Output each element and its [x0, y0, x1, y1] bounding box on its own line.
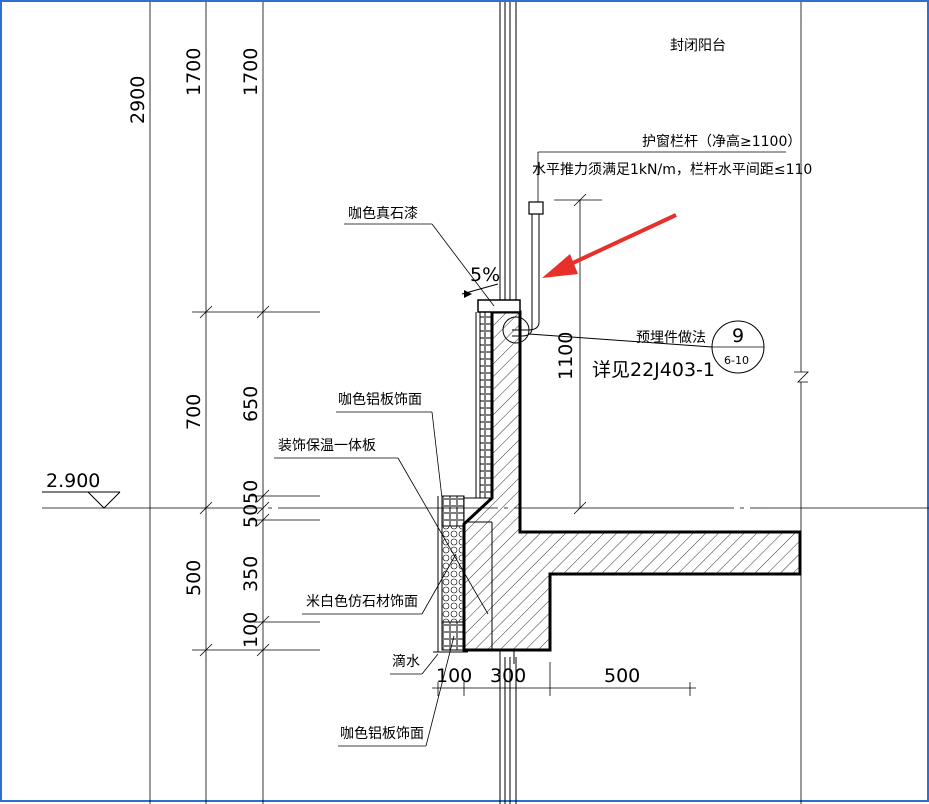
dim-total-height: 2900 — [127, 76, 149, 124]
concrete-parapet-and-slab — [462, 299, 802, 652]
window-frame-lines — [499, 2, 517, 804]
stone-paint-pointer — [431, 223, 495, 307]
faux-stone-pointer — [421, 553, 457, 615]
faux-stone-label: 米白色仿石材饰面 — [306, 593, 418, 610]
elevation-symbol — [42, 491, 121, 509]
dim-col3-upper: 1700 — [240, 48, 262, 96]
aluminum-lower-label: 咖色铝板饰面 — [340, 725, 424, 742]
railing-height-dimension — [554, 193, 602, 515]
dim-col3-350: 350 — [240, 556, 262, 592]
aluminum-upper-label: 咖色铝板饰面 — [338, 391, 422, 408]
dim-bottom-500: 500 — [604, 665, 640, 687]
detail-callout-bubble — [711, 320, 765, 374]
left-dimension-ticks — [192, 305, 320, 657]
dim-col2-middle: 700 — [183, 394, 205, 430]
bottom-dimension-line — [432, 662, 696, 696]
dim-col2-upper: 1700 — [183, 48, 205, 96]
dim-bottom-300: 300 — [490, 665, 526, 687]
window-guard-railing — [502, 201, 713, 348]
elevation-value: 2.900 — [46, 470, 100, 492]
drip-pointer — [421, 653, 439, 675]
embedded-part-label: 预埋件做法 — [636, 330, 706, 346]
stone-paint-label: 咖色真石漆 — [348, 205, 418, 222]
room-title: 封闭阳台 — [670, 38, 726, 54]
railing-height-value: 1100 — [555, 332, 577, 380]
railing-note-line1: 护窗栏杆（净高≥1100） — [642, 133, 801, 150]
detail-sheet: 6-10 — [724, 354, 749, 367]
dim-col3-50b: 50 — [240, 504, 262, 528]
embedded-part-reference: 详见22J403-1 — [592, 359, 715, 381]
dim-col2-lower: 500 — [183, 560, 205, 596]
slope-marker — [461, 283, 499, 298]
detail-number: 9 — [732, 325, 744, 347]
railing-note-line2: 水平推力须满足1kN/m，栏杆水平间距≤110 — [532, 162, 812, 178]
drip-label: 滴水 — [392, 653, 420, 670]
aluminum-upper-pointer — [431, 411, 443, 499]
vertical-guide-lines — [149, 2, 809, 804]
dim-bottom-100: 100 — [436, 665, 472, 687]
insulation-upper — [464, 311, 493, 499]
insulation-board-pointer — [397, 457, 489, 615]
dim-col3-100: 100 — [240, 612, 262, 648]
dim-col3-650: 650 — [240, 386, 262, 422]
dim-col3-50a: 50 — [240, 480, 262, 504]
lower-facade-panels — [433, 495, 515, 664]
insulation-board-label: 装饰保温一体板 — [278, 438, 376, 454]
annotation-arrow — [542, 213, 677, 278]
aluminum-lower-pointer — [425, 635, 455, 747]
slope-label: 5% — [470, 264, 500, 286]
